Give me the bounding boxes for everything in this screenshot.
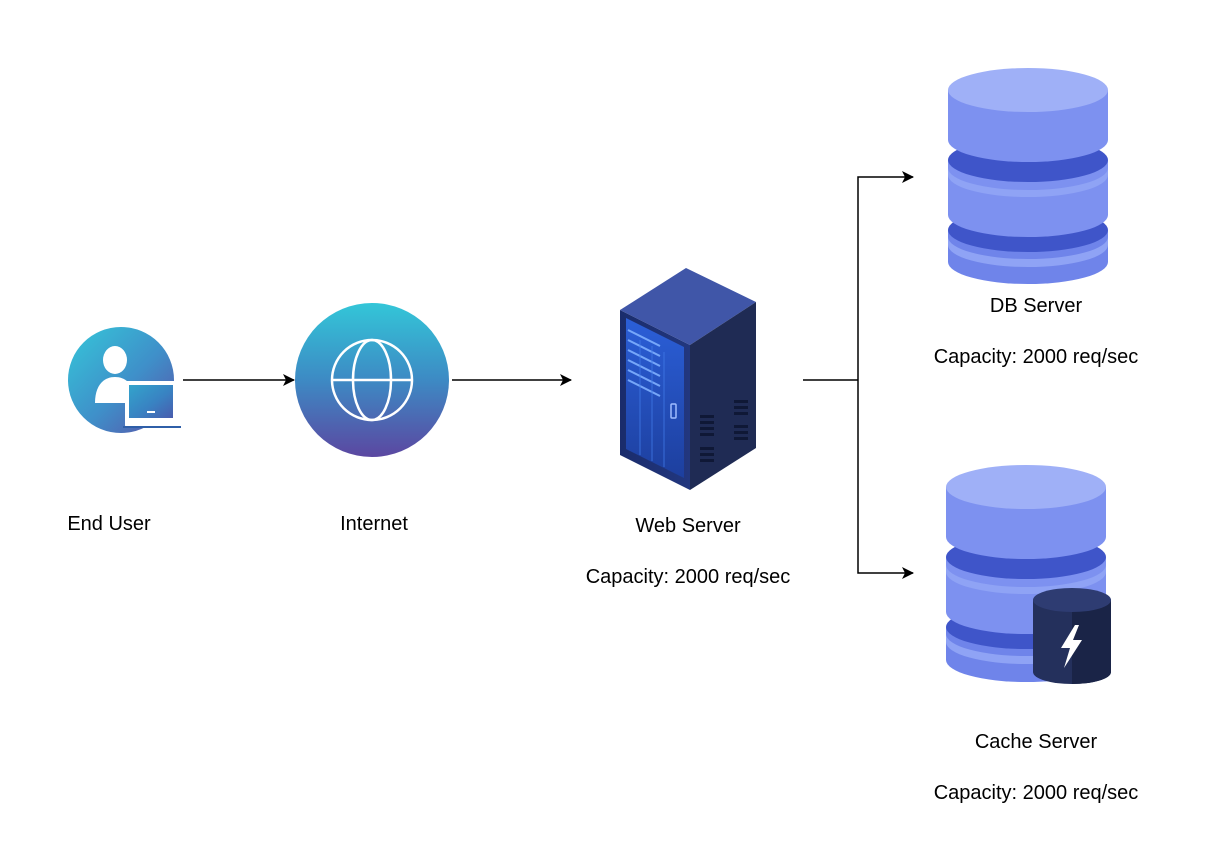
- db-server-label: DB Server: [989, 295, 1083, 317]
- end-user-label: End User: [67, 513, 151, 535]
- edge-webserver-cacheserver: [857, 380, 914, 579]
- connectors: [183, 171, 914, 579]
- web-server-capacity: Capacity: 2000 req/sec: [585, 566, 791, 588]
- cache-server-capacity: Capacity: 2000 req/sec: [933, 782, 1139, 804]
- lightning-icon: [1033, 588, 1111, 684]
- database-icon: [948, 68, 1108, 284]
- db-server-capacity: Capacity: 2000 req/sec: [933, 346, 1139, 368]
- internet-label: Internet: [340, 513, 408, 535]
- cache-database-icon: [946, 465, 1111, 684]
- edge-webserver-dbserver: [857, 171, 914, 380]
- cache-server-label: Cache Server: [974, 731, 1098, 753]
- user-laptop-icon: [68, 327, 181, 433]
- server-rack-icon: [620, 268, 756, 490]
- globe-icon: [295, 303, 449, 457]
- web-server-label: Web Server: [635, 515, 741, 537]
